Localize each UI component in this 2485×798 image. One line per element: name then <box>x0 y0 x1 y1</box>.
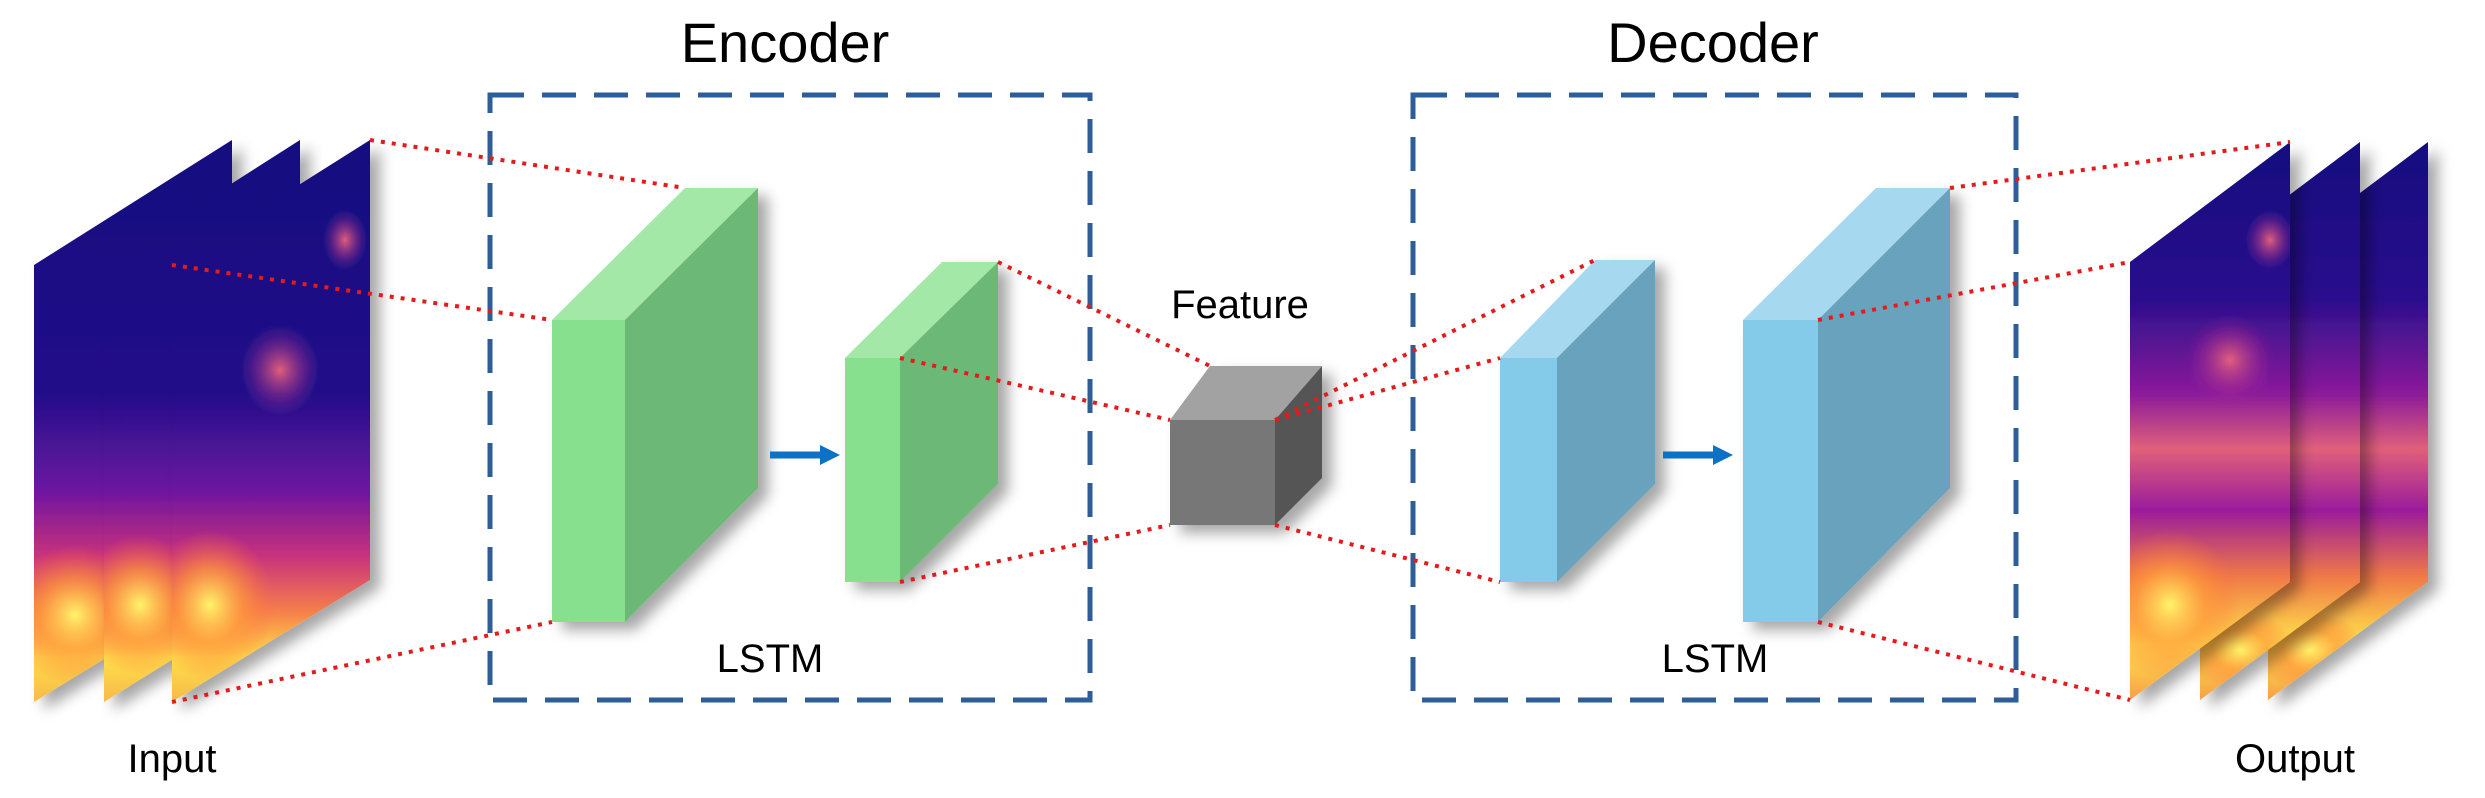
output-spectrogram-stack <box>2130 142 2428 700</box>
decoder-lstm-label: LSTM <box>1662 637 1769 681</box>
decoder-title: Decoder <box>1607 11 1819 74</box>
arrow-right-icon <box>1663 445 1733 465</box>
connector-lines <box>171 138 2291 704</box>
feature-label: Feature <box>1171 283 1309 327</box>
encoder-frame <box>487 92 1093 703</box>
encoder-lstm-label: LSTM <box>717 637 824 681</box>
decoder-frame <box>1410 92 2019 703</box>
input-label: Input <box>128 737 217 781</box>
feature-cube <box>1170 366 1322 525</box>
encoder-lstm-block-small <box>845 262 998 582</box>
decoder-lstm-block-large <box>1743 188 1950 622</box>
encoder-lstm-block-large <box>552 188 758 622</box>
input-slice-3 <box>172 140 370 702</box>
input-spectrogram-stack <box>34 140 370 702</box>
encoder-title: Encoder <box>681 11 890 74</box>
decoder-lstm-block-small <box>1500 260 1655 582</box>
arrow-right-icon <box>770 445 840 465</box>
output-slice-1 <box>2130 142 2290 700</box>
output-label: Output <box>2235 737 2355 781</box>
